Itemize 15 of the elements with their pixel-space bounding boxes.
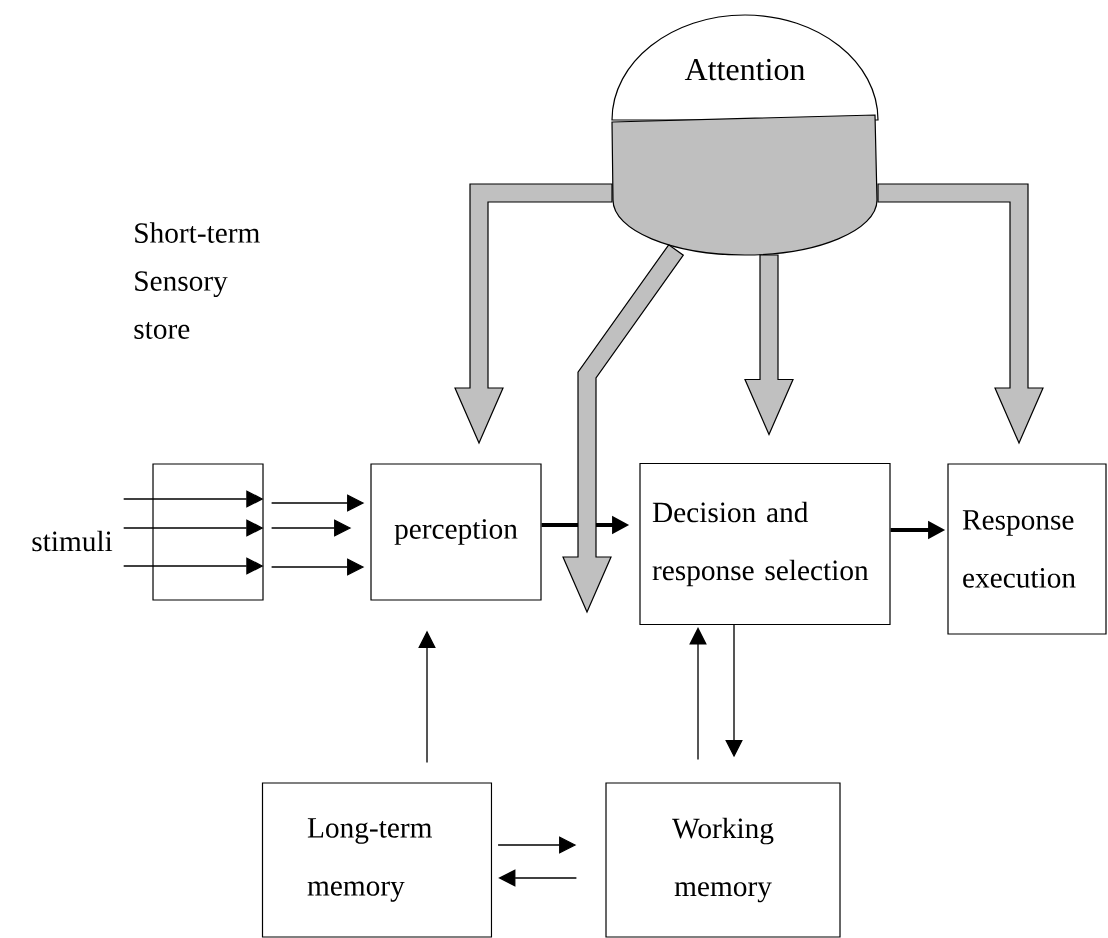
store-label: Short-term Sensory store (134, 222, 260, 339)
process-box: Response execution (947, 463, 1107, 635)
stimuli-label: stimuli (32, 530, 113, 552)
memory-box: Long-term memory (261, 782, 493, 938)
process-box: perception (370, 463, 542, 601)
arrow (689, 627, 707, 761)
block-arrow (877, 183, 1044, 445)
block-arrow (454, 183, 613, 445)
process-box: Decision and response selection (639, 462, 891, 626)
attention-drawing: Attention (611, 14, 879, 256)
memory-box: Working memory (605, 782, 841, 938)
node-label: Attention (684, 58, 805, 81)
block-arrow (744, 254, 794, 436)
arrow (498, 869, 578, 887)
sensory-store-box (152, 463, 264, 601)
